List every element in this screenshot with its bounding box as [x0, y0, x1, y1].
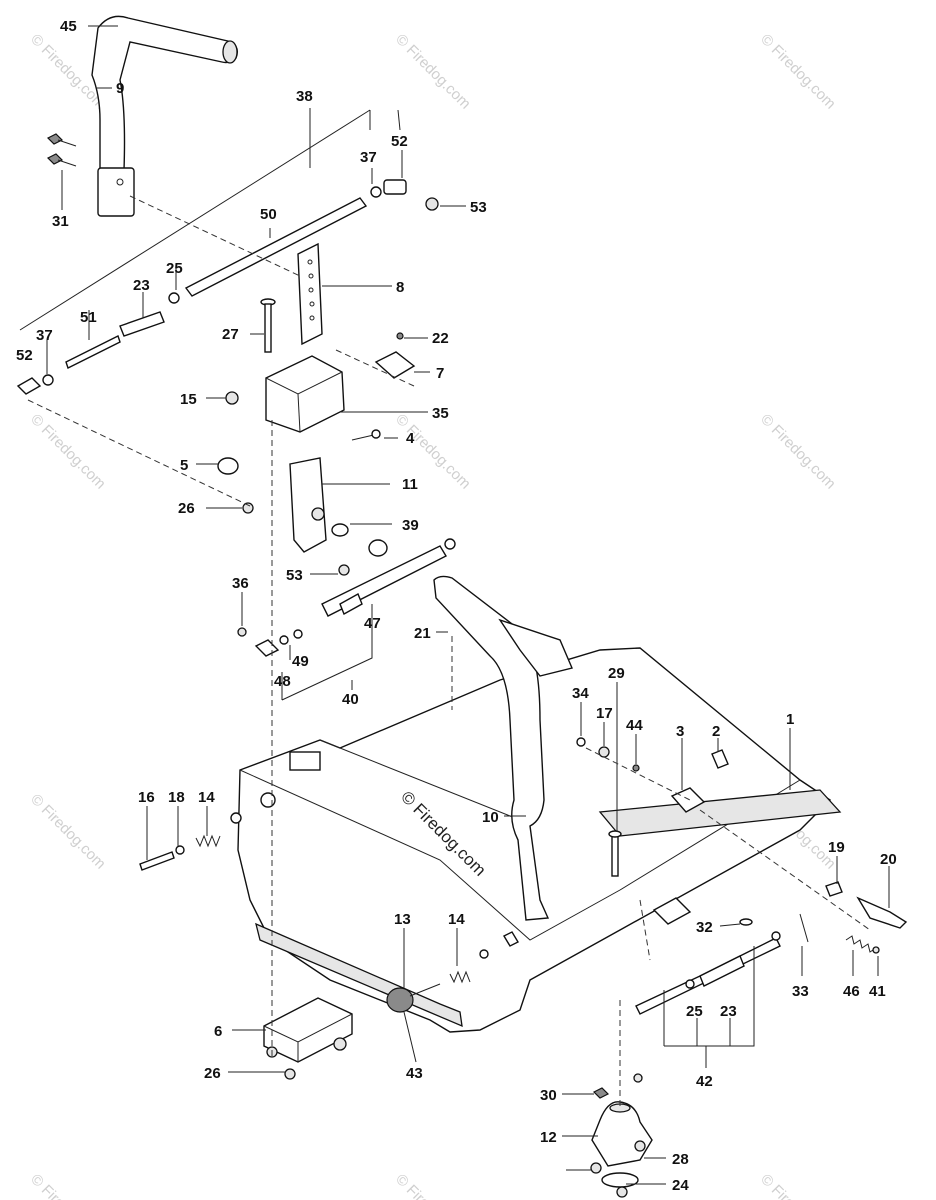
callout-label: 50: [260, 206, 277, 223]
washer-32: [652, 897, 753, 926]
watermark: © Firedog.com: [392, 31, 474, 113]
watermark: © Firedog.com: [27, 1171, 109, 1200]
callout-label: 49: [292, 653, 309, 670]
callout-label: 2: [712, 723, 720, 740]
bushing-5: [217, 457, 239, 475]
leader-lines: [19, 25, 890, 1185]
callout-label: 39: [402, 517, 419, 534]
callout-label: 14: [448, 911, 465, 928]
callout-label: 23: [133, 277, 150, 294]
small-parts-right: [576, 737, 729, 877]
watermark: © Firedog.com: [27, 411, 109, 493]
callout-labels: 45 9 38 37 52 53 31 50 25 23 51 8 27 22 …: [16, 18, 897, 1194]
callout-label: 26: [178, 500, 195, 517]
steering-handle-upper: [91, 15, 239, 217]
pin-spring-left: [139, 812, 242, 871]
callout-label: 23: [720, 1003, 737, 1020]
callout-label: 46: [843, 983, 860, 1000]
lever-11: [289, 457, 327, 553]
engine-mount-12: [590, 1073, 653, 1198]
callout-label: 45: [60, 18, 77, 35]
dashed-alignment-lines: [27, 195, 871, 1110]
rod-end-right: [370, 179, 439, 211]
callout-label: 15: [180, 391, 197, 408]
callout-label: 14: [198, 789, 215, 806]
nut-26: [242, 502, 254, 514]
callout-label: 21: [414, 625, 431, 642]
steering-handle-lower: [433, 575, 573, 921]
callout-label: 43: [406, 1065, 423, 1082]
spring-parts-right: [799, 881, 908, 954]
callout-label: 52: [391, 133, 408, 150]
callout-label: 12: [540, 1129, 557, 1146]
callout-label: 7: [436, 365, 444, 382]
callout-label: 27: [222, 326, 239, 343]
rod-left-assembly: [16, 292, 180, 395]
callout-label: 47: [364, 615, 381, 632]
linkage-rod-50: [184, 197, 368, 297]
callout-label: 51: [80, 309, 97, 326]
callout-label: 41: [869, 983, 886, 1000]
callout-label: 34: [572, 685, 589, 702]
watermark: © Firedog.com: [757, 411, 839, 493]
parts-group: [16, 15, 908, 1198]
knob-13: [386, 931, 519, 1013]
callout-label: 13: [394, 911, 411, 928]
callout-label: 17: [596, 705, 613, 722]
bolts-31: [46, 133, 77, 167]
callout-label: 33: [792, 983, 809, 1000]
pin-27: [260, 298, 276, 353]
switch-7: [374, 332, 416, 379]
callout-label: 22: [432, 330, 449, 347]
callout-label: 5: [180, 457, 188, 474]
callout-label: 37: [36, 327, 53, 344]
callout-label: 26: [204, 1065, 221, 1082]
washer-39: [331, 523, 349, 537]
bushing: [368, 539, 388, 557]
nut-53: [338, 564, 350, 576]
watermark: © Firedog.com: [392, 1171, 474, 1200]
callout-label: 24: [672, 1177, 689, 1194]
mount-6: [263, 997, 353, 1080]
damper-40: [237, 538, 456, 657]
callout-label: 11: [402, 476, 418, 493]
callout-label: 31: [52, 213, 69, 230]
callout-label: 10: [482, 809, 499, 826]
callout-label: 38: [296, 88, 313, 105]
bracket-35: [225, 355, 345, 433]
callout-label: 32: [696, 919, 713, 936]
callout-label: 53: [286, 567, 303, 584]
tie-rod-42: [635, 931, 781, 1015]
callout-label: 28: [672, 1151, 689, 1168]
callout-label: 19: [828, 839, 845, 856]
adjuster-bar-8: [297, 242, 323, 346]
callout-label: 3: [676, 723, 684, 740]
bolt-4: [351, 429, 381, 441]
callout-label: 8: [396, 279, 404, 296]
callout-label: 53: [470, 199, 487, 216]
callout-label: 37: [360, 149, 377, 166]
watermark: © Firedog.com: [757, 31, 839, 113]
callout-label: 35: [432, 405, 449, 422]
callout-label: 29: [608, 665, 625, 682]
callout-label: 18: [168, 789, 185, 806]
callout-label: 1: [786, 711, 794, 728]
callout-label: 16: [138, 789, 155, 806]
callout-label: 20: [880, 851, 897, 868]
callout-label: 6: [214, 1023, 222, 1040]
callout-label: 36: [232, 575, 249, 592]
callout-label: 44: [626, 717, 643, 734]
callout-label: 52: [16, 347, 33, 364]
callout-label: 40: [342, 691, 359, 708]
callout-label: 4: [406, 430, 415, 447]
callout-label: 48: [274, 673, 291, 690]
watermark: © Firedog.com: [757, 1171, 839, 1200]
callout-label: 30: [540, 1087, 557, 1104]
callout-label: 9: [116, 80, 124, 97]
callout-label: 42: [696, 1073, 713, 1090]
callout-label: 25: [166, 260, 183, 277]
callout-label: 25: [686, 1003, 703, 1020]
watermark: © Firedog.com: [27, 791, 109, 873]
